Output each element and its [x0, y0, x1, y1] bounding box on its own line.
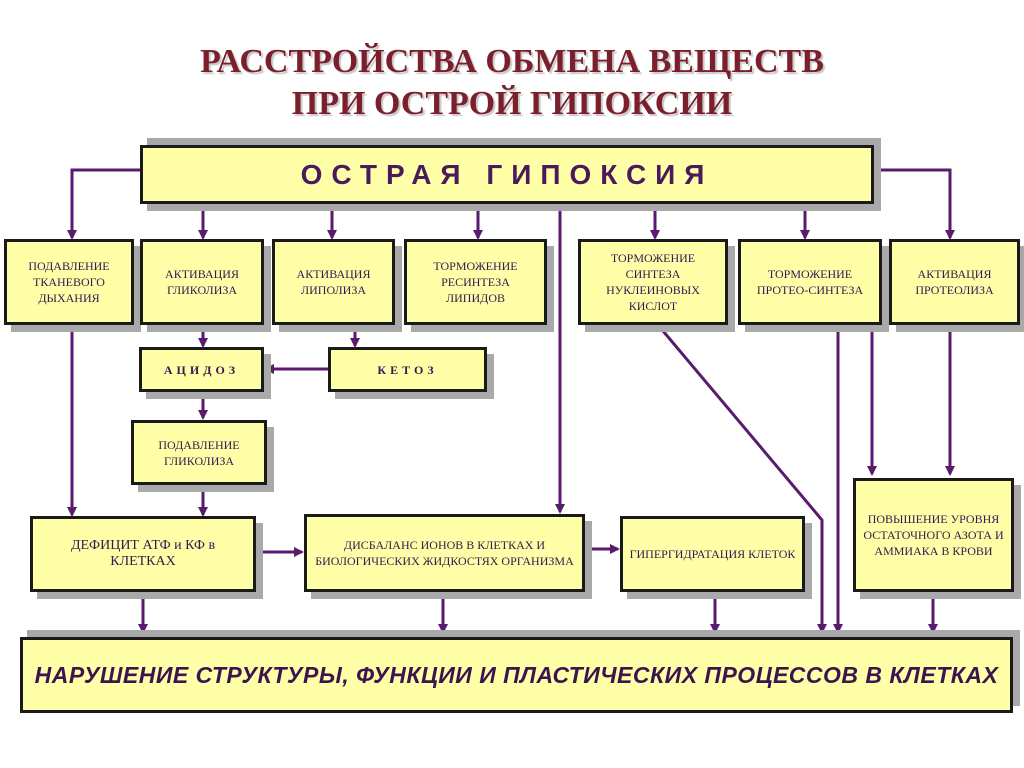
node-ketosis: КЕТОЗ — [328, 347, 487, 392]
node-label: ГИПЕРГИДРАТАЦИЯ КЛЕТОК — [629, 547, 796, 561]
node-lipolysis-activation: АКТИВАЦИЯ ЛИПОЛИЗА — [272, 239, 395, 325]
title-line-1: РАССТРОЙСТВА ОБМЕНА ВЕЩЕСТВ — [200, 43, 824, 80]
node-protein-synthesis-inhibition: ТОРМОЖЕНИЕ ПРОТЕО-СИНТЕЗА — [738, 239, 882, 325]
node-cell-structure-disruption: НАРУШЕНИЕ СТРУКТУРЫ, ФУНКЦИИ И ПЛАСТИЧЕС… — [20, 637, 1013, 713]
node-label: ПОДАВЛЕНИЕ ТКАНЕВОГО ДЫХАНИЯ — [28, 259, 110, 305]
arrow-main-to-proteolysis — [874, 168, 955, 240]
node-glycolysis-activation: АКТИВАЦИЯ ГЛИКОЛИЗА — [140, 239, 264, 325]
node-label: ПОВЫШЕНИЕ УРОВНЯ ОСТАТОЧНОГО АЗОТА И АММ… — [863, 512, 1004, 558]
node-label: ТОРМОЖЕНИЕ СИНТЕЗА НУКЛЕИНОВЫХ КИСЛОТ — [606, 251, 700, 313]
node-label: ТОРМОЖЕНИЕ ПРОТЕО-СИНТЕЗА — [756, 267, 864, 297]
node-label: ДИСБАЛАНС ИОНОВ В КЛЕТКАХ И БИОЛОГИЧЕСКИ… — [315, 538, 574, 568]
node-nucleic-synthesis-inhibition: ТОРМОЖЕНИЕ СИНТЕЗА НУКЛЕИНОВЫХ КИСЛОТ — [578, 239, 728, 325]
node-label: АЦИДОЗ — [163, 362, 240, 377]
arrow-main-to-tissue-resp — [67, 168, 140, 240]
node-label: ТОРМОЖЕНИЕ РЕСИНТЕЗА ЛИПИДОВ — [433, 259, 518, 305]
node-lipid-resynthesis-inhibition: ТОРМОЖЕНИЕ РЕСИНТЕЗА ЛИПИДОВ — [404, 239, 547, 325]
arrow-nucleic-to-bottom — [656, 324, 827, 634]
node-label: ДЕФИЦИТ АТФ и КФ в КЛЕТКАХ — [70, 538, 216, 569]
node-label: АКТИВАЦИЯ ГЛИКОЛИЗА — [165, 267, 239, 297]
node-label: ПОДАВЛЕНИЕ ГЛИКОЛИЗА — [158, 437, 240, 468]
node-glycolysis-suppression: ПОДАВЛЕНИЕ ГЛИКОЛИЗА — [131, 420, 267, 485]
node-tissue-respiration-suppression: ПОДАВЛЕНИЕ ТКАНЕВОГО ДЫХАНИЯ — [4, 239, 134, 325]
node-proteolysis-activation: АКТИВАЦИЯ ПРОТЕОЛИЗА — [889, 239, 1020, 325]
node-residual-nitrogen-increase: ПОВЫШЕНИЕ УРОВНЯ ОСТАТОЧНОГО АЗОТА И АММ… — [853, 478, 1014, 592]
node-label: АКТИВАЦИЯ ЛИПОЛИЗА — [296, 267, 371, 297]
node-acute-hypoxia: ОСТРАЯ ГИПОКСИЯ — [140, 145, 874, 204]
node-label: АКТИВАЦИЯ ПРОТЕОЛИЗА — [915, 267, 994, 297]
title-line-2: ПРИ ОСТРОЙ ГИПОКСИИ — [291, 85, 733, 122]
node-label: НАРУШЕНИЕ СТРУКТУРЫ, ФУНКЦИИ И ПЛАСТИЧЕС… — [34, 662, 999, 688]
node-label: КЕТОЗ — [377, 362, 438, 377]
node-ion-imbalance: ДИСБАЛАНС ИОНОВ В КЛЕТКАХ И БИОЛОГИЧЕСКИ… — [304, 514, 585, 592]
node-cell-hyperhydration: ГИПЕРГИДРАТАЦИЯ КЛЕТОК — [620, 516, 805, 592]
node-atp-deficit: ДЕФИЦИТ АТФ и КФ в КЛЕТКАХ — [30, 516, 256, 592]
node-acute-hypoxia-label: ОСТРАЯ ГИПОКСИЯ — [300, 158, 714, 190]
node-acidosis: АЦИДОЗ — [139, 347, 264, 392]
